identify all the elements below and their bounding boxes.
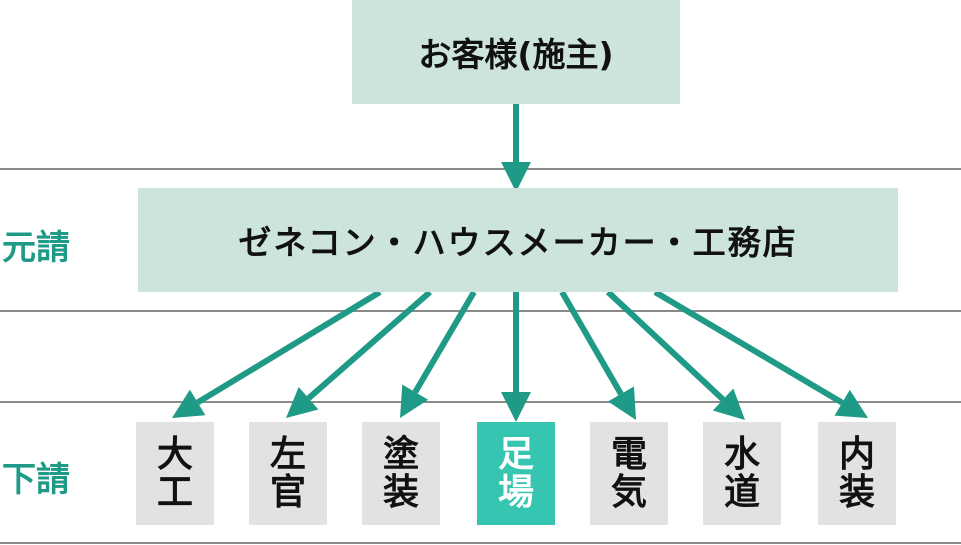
trade-label: 水道 [723,433,760,513]
arrow-prime-to-scaffolding [501,292,531,422]
divider-line-4 [0,542,961,544]
arrow-prime-to-plasterer [286,289,432,418]
arrow-client-to-prime [501,104,531,192]
prime-contractor-label: ゼネコン・ハウスメーカー・工務店 [238,223,798,262]
trade-label: 塗装 [382,433,419,513]
trade-box-scaffolding: 足場 [477,422,555,525]
arrow-prime-to-interior [653,289,868,418]
trade-box-carpenter: 大工 [136,422,214,525]
trade-label: 電気 [610,433,647,513]
sub-row-label: 下請 [2,460,70,500]
trade-label: 大工 [156,433,193,513]
prime-contractor-box: ゼネコン・ハウスメーカー・工務店 [138,188,898,292]
arrow-prime-to-painting [400,290,477,418]
trade-box-interior: 内装 [818,422,896,525]
client-box: お客様(施主) [352,0,680,104]
divider-line-3 [0,401,961,403]
client-label: お客様(施主) [418,35,614,74]
trade-label: 足場 [497,433,534,513]
divider-line-2 [0,310,961,312]
prime-row-label: 元請 [2,228,70,268]
trade-label: 内装 [838,433,875,513]
trade-box-electrical: 電気 [590,422,668,525]
arrow-prime-to-carpenter [172,289,382,418]
divider-line-1 [0,168,961,170]
trade-box-plasterer: 左官 [249,422,327,525]
trade-box-painting: 塗装 [362,422,440,525]
arrow-prime-to-electrical [559,290,636,420]
trade-label: 左官 [269,433,306,513]
trade-box-plumbing: 水道 [703,422,781,525]
arrow-prime-to-plumbing [605,289,745,420]
